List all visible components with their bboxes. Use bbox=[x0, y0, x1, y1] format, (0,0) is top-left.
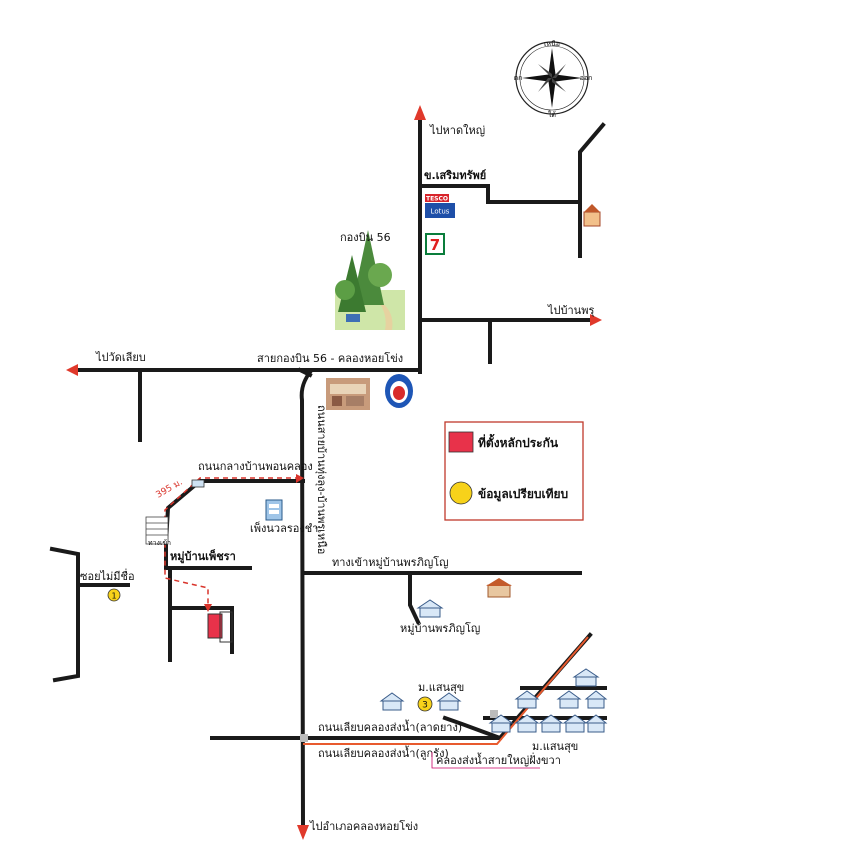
comparison-marker-1: 1 bbox=[107, 588, 121, 602]
label-moo-ban-pornpiyo: หมู่บ้านพรภิญโญ bbox=[400, 621, 480, 635]
comparison-marker-3-label: 3 bbox=[422, 701, 428, 711]
label-soi-no-name: ซอยไม่มีชื่อ bbox=[80, 568, 135, 583]
label-moo-ban-phetchara: หมู่บ้านเพ็ชรา bbox=[170, 549, 236, 564]
label-road-ban-phon: ถนนกลางบ้านพอนคลอง bbox=[198, 460, 313, 473]
legend-comparison-label: ข้อมูลเปรียบเทียบ bbox=[478, 487, 568, 502]
house-icons bbox=[379, 599, 608, 733]
house-icon bbox=[488, 714, 514, 733]
arrow-south-icon bbox=[297, 825, 309, 840]
collateral-marker bbox=[207, 613, 223, 639]
canal-junction-marker-2 bbox=[490, 710, 498, 718]
road-pornpiyo-stub bbox=[408, 571, 421, 625]
road-soi bbox=[49, 546, 80, 683]
house-icon bbox=[584, 714, 608, 733]
tesco-bottom-text: Lotus bbox=[431, 208, 450, 216]
road-phetchara bbox=[164, 541, 252, 570]
legend: ที่ตั้งหลักประกัน ข้อมูลเปรียบเทียบ bbox=[444, 421, 584, 521]
route-arrowhead-down-icon bbox=[204, 604, 212, 612]
map-labels: ไปหาดใหญ่ ข.เสริมทรัพย์ กองบิน 56 ไปบ้าน… bbox=[80, 124, 594, 833]
comparison-marker-3: 3 bbox=[417, 696, 433, 712]
label-canal-name: คลองส่งน้ำสายใหญ่ฝั่งขวา bbox=[436, 752, 561, 767]
house-icon bbox=[562, 714, 588, 733]
route-dashed bbox=[164, 477, 300, 606]
legend-collateral-label: ที่ตั้งหลักประกัน bbox=[478, 433, 559, 450]
canal-line bbox=[303, 636, 589, 745]
route-arrowhead-icon bbox=[296, 474, 304, 483]
label-road-canal-left: ถนนเลียบคลองส่งน้ำ(ลาดยาง) bbox=[318, 719, 462, 734]
tesco-lotus-logo: TESCO Lotus bbox=[425, 194, 455, 218]
compass-north-label: เหนือ bbox=[544, 40, 560, 48]
arrow-east-icon bbox=[590, 314, 602, 326]
market-building-icon bbox=[326, 378, 370, 410]
comparison-marker-1-label: 1 bbox=[111, 592, 116, 601]
compass-east-label: ออก bbox=[580, 74, 593, 82]
arrow-north-icon bbox=[414, 105, 426, 120]
distance-gate-marker bbox=[191, 479, 205, 488]
legend-collateral-swatch bbox=[448, 431, 474, 453]
house-icon bbox=[584, 690, 608, 709]
pheng-village-icon bbox=[265, 499, 283, 521]
label-to-wat-khian: ไปวัดเลียบ bbox=[95, 351, 146, 364]
house-icon bbox=[436, 692, 462, 711]
tesco-top-text: TESCO bbox=[426, 196, 448, 203]
arrow-west-icon bbox=[66, 364, 78, 376]
label-road-canal-right: ถนนเลียบคลองส่งน้ำ(ลูกรัง) bbox=[318, 745, 449, 760]
label-gate: ทางเข้า bbox=[148, 539, 171, 547]
house-icon bbox=[379, 692, 405, 711]
label-entrance-pornpiyo: ทางเข้าหมู่บ้านพรภิญโญ bbox=[332, 555, 449, 569]
compass-west-label: ตก bbox=[514, 74, 523, 82]
label-wing56: กองบิน 56 bbox=[340, 231, 391, 244]
road-northeast-spur bbox=[578, 122, 606, 258]
canal-name-underline bbox=[431, 752, 540, 769]
label-charoen-sap: ข.เสริมทรัพย์ bbox=[424, 169, 486, 182]
seven-eleven-logo: 7 bbox=[425, 233, 445, 255]
label-road-north-south: ถนนสายบ้านทุ่งลุง-บ้านพรุเหนือ bbox=[315, 405, 328, 554]
compass-icon: เหนือ ใต้ ตก ออก bbox=[514, 40, 593, 119]
temple-icon bbox=[583, 204, 601, 227]
house-icon bbox=[572, 668, 600, 687]
house-icon bbox=[514, 690, 540, 709]
wing56-trees-icon bbox=[335, 230, 405, 330]
gate-stairs-icon bbox=[145, 516, 169, 545]
label-m-saensuk-2: ม.แสนสุข bbox=[532, 740, 578, 753]
house-icon bbox=[538, 714, 564, 733]
ptt-station-logo bbox=[385, 374, 413, 408]
house-icon bbox=[416, 599, 444, 618]
compass-south-label: ใต้ bbox=[548, 110, 556, 119]
road-network bbox=[49, 120, 607, 828]
label-pheng-village: เพ็งนวลรองชำ bbox=[250, 521, 318, 535]
label-to-khlong-hoi-khong: ไปอำเภอคลองหอยโข่ง bbox=[309, 819, 418, 833]
label-to-ban-phru: ไปบ้านพรุ bbox=[547, 304, 594, 317]
label-m-saensuk-1: ม.แสนสุข bbox=[418, 681, 464, 694]
house-icon bbox=[556, 690, 582, 709]
direction-arrows bbox=[66, 105, 602, 840]
label-road-wing56: สายกองบิน 56 - คลองหอยโข่ง bbox=[257, 351, 403, 365]
road-north-south bbox=[299, 369, 313, 828]
house-icon bbox=[514, 714, 540, 733]
label-to-hat-yai: ไปหาดใหญ่ bbox=[429, 124, 485, 137]
pornpiyo-shop-icon bbox=[486, 578, 512, 598]
seven-eleven-text: 7 bbox=[430, 236, 440, 254]
legend-comparison-swatch bbox=[449, 481, 473, 505]
collateral-plot-outline bbox=[219, 611, 233, 643]
canal-junction-marker bbox=[300, 734, 308, 742]
road-phetchara-loop bbox=[168, 566, 234, 662]
road-charoen-sap bbox=[418, 184, 582, 204]
